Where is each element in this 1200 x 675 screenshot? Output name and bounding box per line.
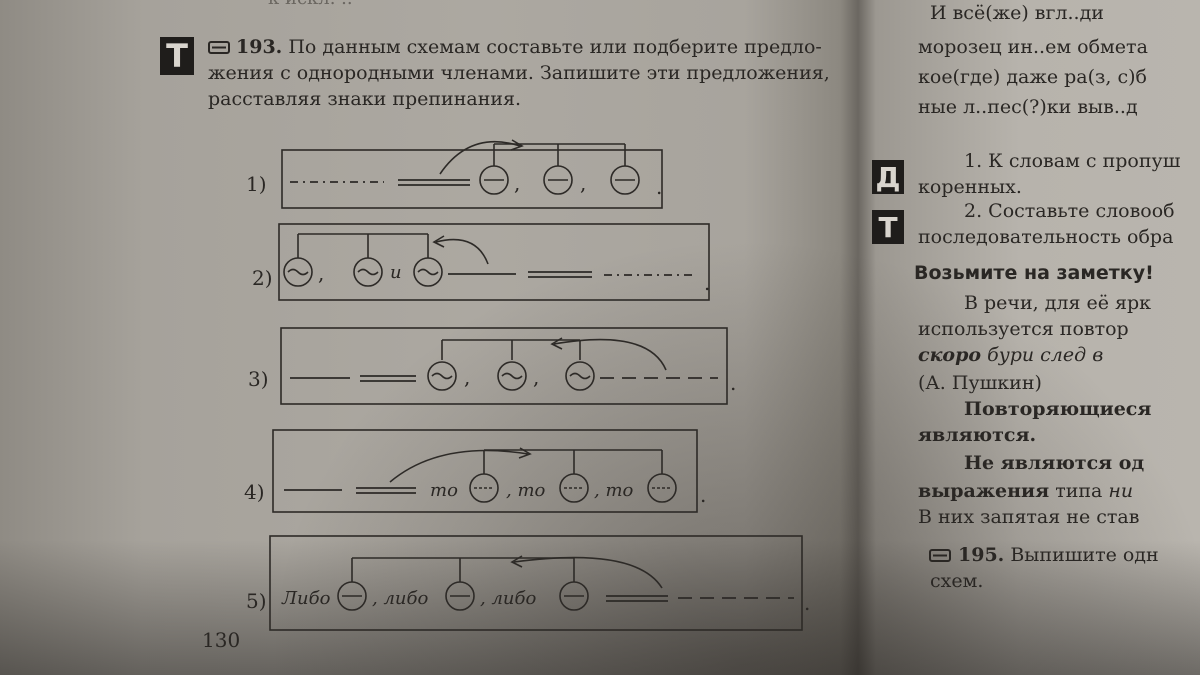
scheme-number-3: 3) <box>248 367 269 391</box>
note-line-4: (А. Пушкин) <box>918 372 1042 394</box>
svg-text:,: , <box>464 365 470 389</box>
note-title: Возьмите на заметку! <box>914 262 1154 284</box>
scheme-3: , , . <box>280 327 736 405</box>
note-line-6: являются. <box>918 424 1037 446</box>
note-line-9: В них запятая не став <box>918 506 1140 528</box>
note-line-8: выражения типа ни <box>918 480 1134 502</box>
scheme-1: , , . <box>281 139 663 209</box>
item-2-line-2: последовательность обра <box>918 226 1174 248</box>
theory-badge-right: Т <box>872 210 904 244</box>
word-libo-2: , либо <box>372 588 428 609</box>
svg-text:.: . <box>700 483 706 507</box>
scheme-number-5: 5) <box>246 589 267 613</box>
note-line-1: В речи, для её ярк <box>964 292 1152 314</box>
scheme-number-1: 1) <box>246 172 267 196</box>
task-193-line-2: жения с однородными членами. Запишите эт… <box>208 62 830 84</box>
cut-off-top-line: к искл. .. <box>268 0 353 9</box>
task-193-line-3: расставляя знаки препинания. <box>208 88 522 110</box>
word-libo-3: , либо <box>480 588 536 609</box>
svg-text:.: . <box>730 371 736 395</box>
task-193-line-1: 193. По данным схемам составьте или подб… <box>236 36 822 58</box>
svg-text:,: , <box>580 171 586 195</box>
right-line-2: морозец ин..ем обмета <box>918 36 1148 58</box>
word-to-2: , то <box>506 480 546 501</box>
comma: , <box>514 171 520 195</box>
task-193-number: 193. <box>236 36 283 58</box>
item-2-line-1: 2. Составьте словооб <box>964 200 1175 222</box>
item-1-line-2: коренных. <box>918 176 1022 198</box>
scheme-2: , и . <box>278 223 710 301</box>
task-195-line-2: схем. <box>930 570 984 592</box>
word-libo-1: Либо <box>281 588 331 609</box>
period: . <box>656 175 662 199</box>
word-to-3: , то <box>594 480 634 501</box>
conjunction-i: и <box>390 262 402 283</box>
right-line-4: ные л..пес(?)ки выв..д <box>918 96 1138 118</box>
pencil-icon <box>208 41 230 54</box>
task-195-line-1: 195. Выпишите одн <box>958 544 1159 566</box>
pencil-icon <box>929 549 951 562</box>
right-line-3: кое(где) даже ра(з, с)б <box>918 66 1147 88</box>
note-line-5: Повторяющиеся <box>964 398 1152 420</box>
practice-badge: Д <box>872 160 904 194</box>
svg-text:.: . <box>804 591 810 615</box>
item-1-line-1: 1. К словам с пропуш <box>964 150 1181 172</box>
note-line-7: Не являются од <box>964 452 1145 474</box>
svg-text:,: , <box>533 365 539 389</box>
scheme-number-4: 4) <box>244 480 265 504</box>
page-number: 130 <box>202 628 241 652</box>
scheme-number-2: 2) <box>252 266 273 290</box>
theory-badge: Т <box>160 37 194 75</box>
scheme-5: Либо , либо , либо . <box>269 535 810 631</box>
svg-text:.: . <box>704 271 710 295</box>
scheme-4: то , то , то . <box>272 429 706 513</box>
svg-text:,: , <box>318 261 324 285</box>
note-line-2: используется повтор <box>918 318 1129 340</box>
word-to-1: то <box>430 480 458 501</box>
note-line-3: скоро бури след в <box>918 344 1104 366</box>
right-line-1: И всё(же) вгл..ди <box>930 2 1104 24</box>
